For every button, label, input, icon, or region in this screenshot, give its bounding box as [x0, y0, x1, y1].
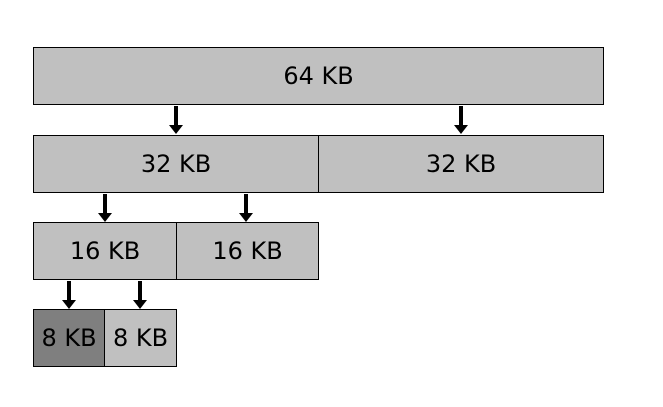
block-label: 8 KB [112, 324, 169, 352]
block-label: 64 KB [283, 62, 354, 90]
block-label: 16 KB [69, 237, 141, 265]
block-label: 16 KB [212, 237, 283, 265]
block-8kb-free: 8 KB [104, 309, 177, 367]
split-arrow-32-to-16-left [98, 194, 112, 222]
block-32kb-right: 32 KB [318, 135, 604, 193]
block-label: 8 KB [41, 324, 97, 352]
block-64kb: 64 KB [33, 47, 604, 105]
block-8kb-allocated: 8 KB [33, 309, 105, 367]
block-16kb-right: 16 KB [176, 222, 319, 280]
split-arrow-64-to-32-left [169, 106, 183, 134]
block-label: 32 KB [140, 150, 212, 178]
split-arrow-16-to-8-right [133, 281, 147, 309]
split-arrow-32-to-16-right [239, 194, 253, 222]
block-32kb-left: 32 KB [33, 135, 319, 193]
split-arrow-64-to-32-right [454, 106, 468, 134]
split-arrow-16-to-8-left [62, 281, 76, 309]
block-label: 32 KB [425, 150, 497, 178]
block-16kb-left: 16 KB [33, 222, 177, 280]
